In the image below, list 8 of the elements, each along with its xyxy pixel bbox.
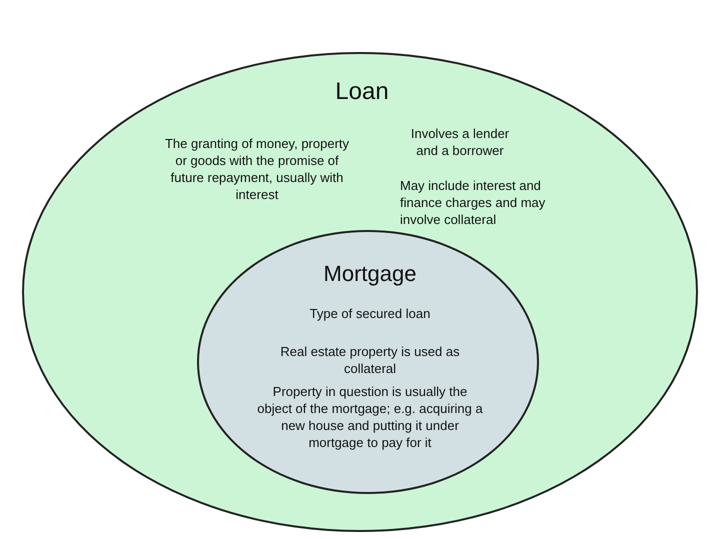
description-text: Type of secured loan [308, 306, 432, 323]
description-text: The granting of money, property or goods with the promise of future repayment, usually with interest [164, 136, 350, 204]
description-text: May include interest and finance charges and may involve collateral [400, 178, 546, 229]
description-text: Property in question is usually the object of the mortgage; e.g. acquiring a new house and putting it under mortgage to pay for it [257, 384, 483, 452]
description-text: Real estate property is used as collateral [279, 344, 461, 378]
description-text: Involves a lender and a borrower [410, 126, 510, 160]
set-title: Mortgage [322, 260, 418, 288]
set-title: Loan [334, 77, 390, 107]
